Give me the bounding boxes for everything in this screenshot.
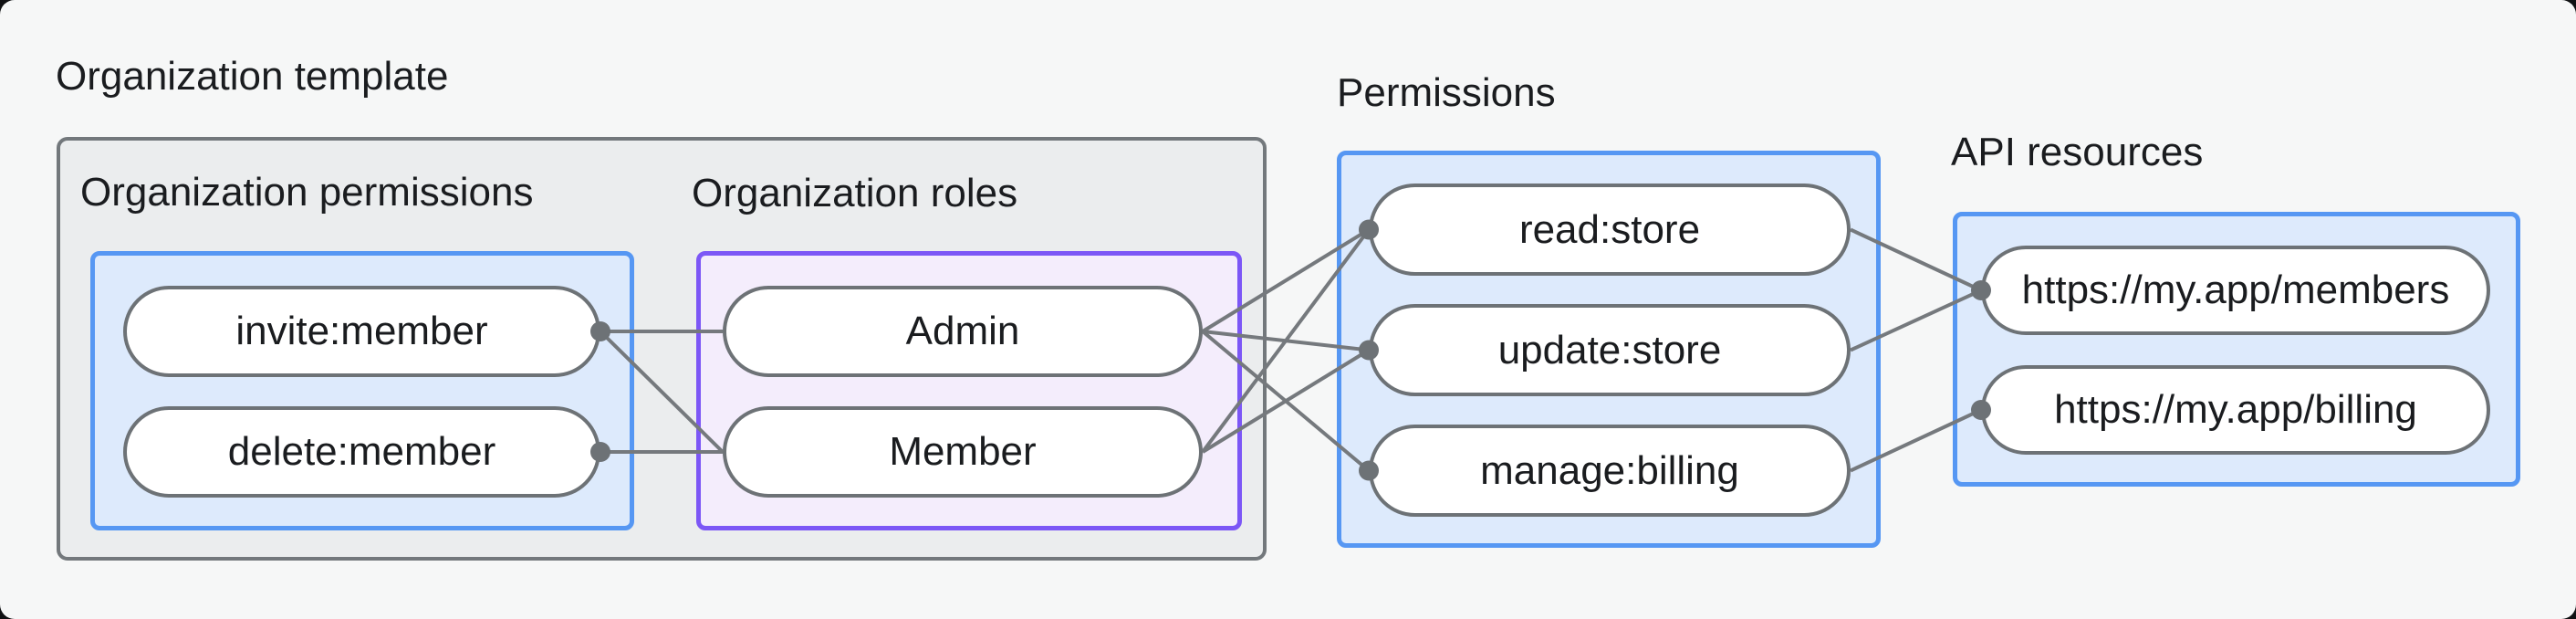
- node-label: Admin: [905, 309, 1020, 353]
- node-label: update:store: [1497, 327, 1722, 372]
- node-label: Member: [889, 429, 1037, 474]
- permissions-label: Permissions: [1337, 70, 1556, 115]
- node-member-role: Member: [723, 406, 1203, 498]
- node-label: https://my.app/billing: [2054, 387, 2417, 432]
- node-label: read:store: [1518, 206, 1701, 252]
- organization-roles-label: Organization roles: [692, 171, 1018, 215]
- node-invite-member: invite:member: [123, 286, 600, 377]
- node-read-store: read:store: [1369, 184, 1851, 276]
- node-update-store: update:store: [1369, 304, 1851, 396]
- api-resources-label: API resources: [1951, 130, 2204, 174]
- organization-template-label: Organization template: [56, 54, 449, 99]
- node-admin-role: Admin: [723, 286, 1203, 377]
- node-manage-billing: manage:billing: [1369, 425, 1851, 517]
- node-api-billing-url: https://my.app/billing: [1981, 365, 2490, 455]
- node-label: delete:member: [227, 429, 496, 474]
- node-label: manage:billing: [1480, 447, 1739, 493]
- node-label: https://my.app/members: [2021, 268, 2450, 312]
- node-api-members-url: https://my.app/members: [1981, 246, 2490, 335]
- node-label: invite:member: [235, 309, 488, 353]
- organization-permissions-label: Organization permissions: [80, 170, 534, 215]
- node-delete-member: delete:member: [123, 406, 600, 498]
